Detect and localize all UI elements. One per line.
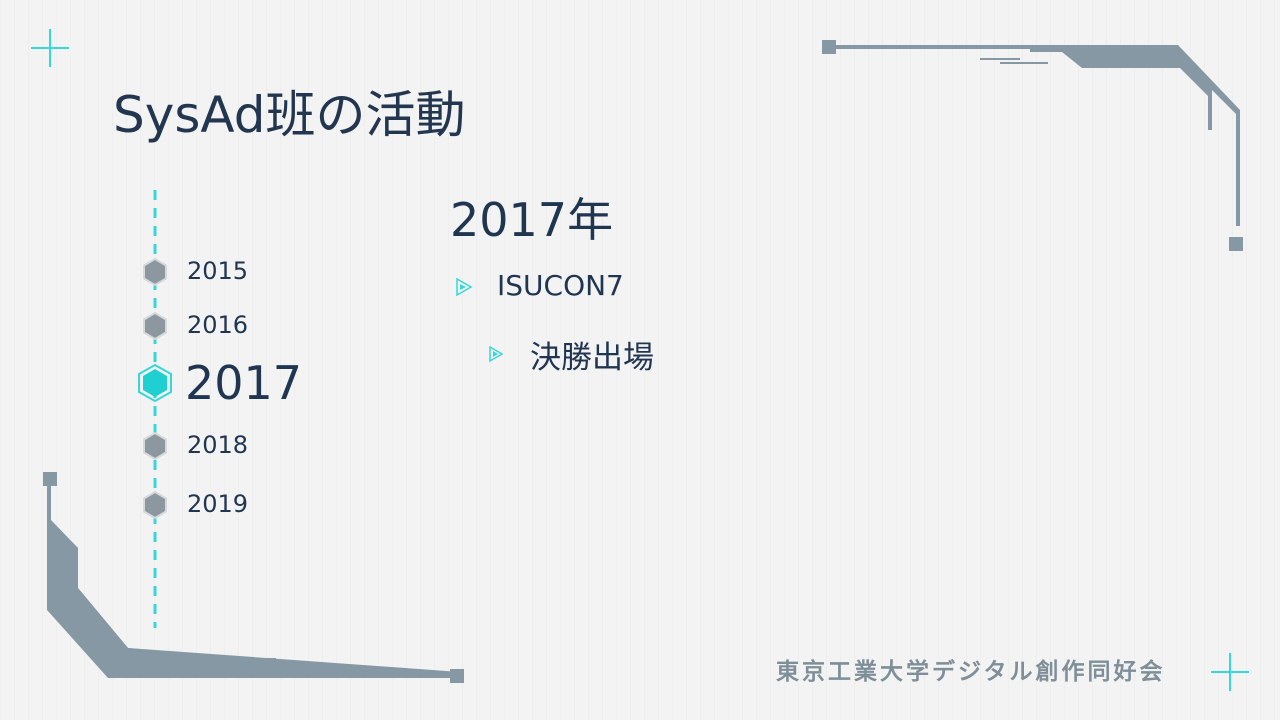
timeline-year-2019: 2019: [187, 490, 249, 518]
bullet-arrow-icon: [456, 277, 473, 297]
slide-title: SysAd班の活動: [113, 86, 466, 144]
timeline-marker-2019: [143, 490, 167, 520]
timeline-year-2018: 2018: [187, 431, 249, 459]
bullet-arrow-icon: [489, 345, 504, 363]
timeline-marker-2015: [143, 257, 167, 287]
frame-corner-top-right: [822, 40, 1243, 251]
plus-icon-bottom-right: [1211, 653, 1249, 691]
bullet-item-level-1: ISUCON7: [497, 269, 624, 302]
timeline-marker-2017-active: [138, 363, 172, 403]
timeline-marker-2016: [143, 311, 167, 341]
timeline-year-2017-current: 2017: [185, 356, 303, 410]
timeline-year-2015: 2015: [187, 257, 249, 285]
frame-corner-bottom-left: [43, 472, 464, 683]
timeline-marker-2018: [143, 431, 167, 461]
plus-icon-top-left: [31, 29, 69, 67]
content-heading: 2017年: [450, 193, 614, 247]
organization-name: 東京工業大学デジタル創作同好会: [776, 659, 1166, 685]
timeline-year-2016: 2016: [187, 311, 249, 339]
bullet-item-level-2: 決勝出場: [530, 340, 654, 376]
